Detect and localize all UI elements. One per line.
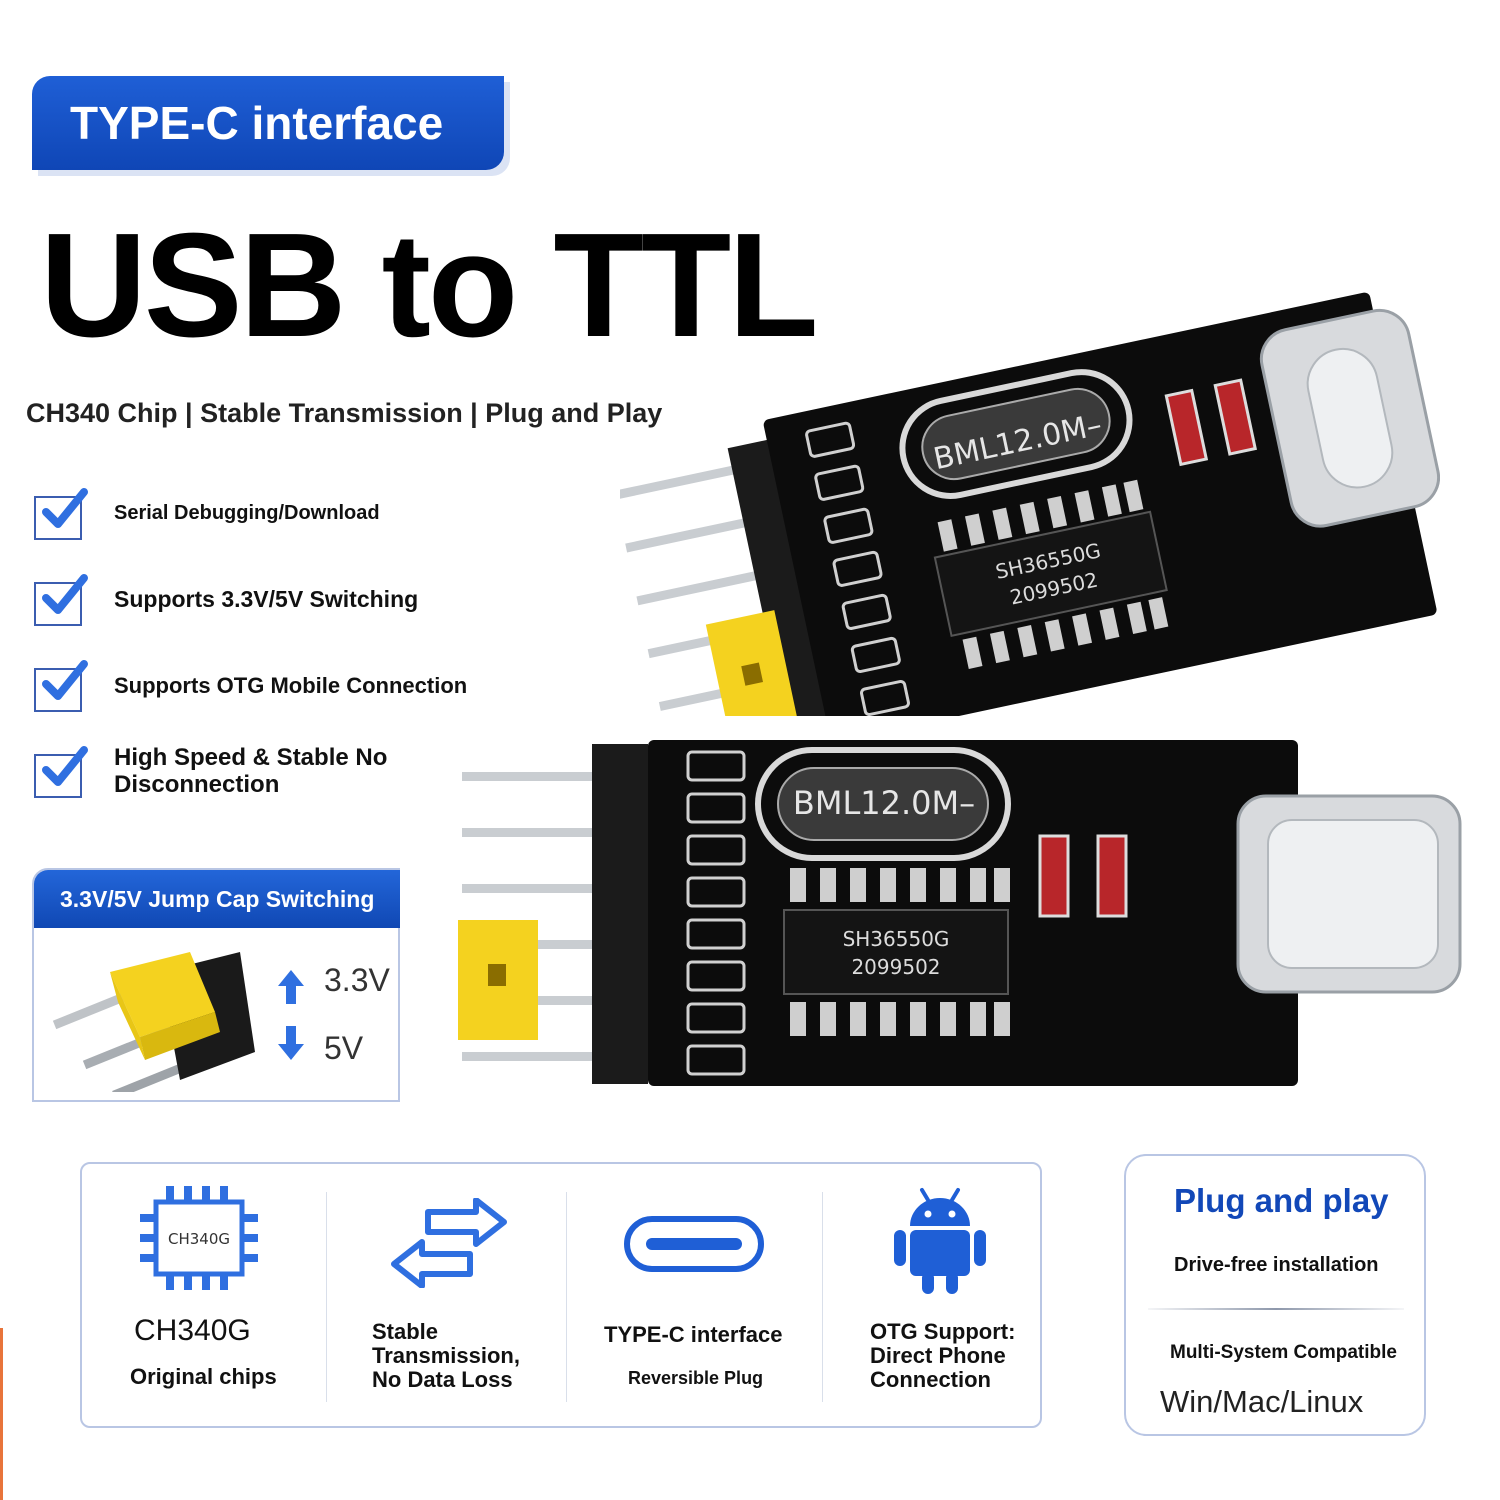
board-bottom-chip-label: SH36550G [843, 927, 950, 951]
jumper-illustration [52, 952, 255, 1092]
page-title: USB to TTL [40, 203, 819, 368]
divider [1148, 1308, 1404, 1310]
plug-subtitle: Drive-free installation [1174, 1254, 1379, 1276]
check-icon [32, 486, 88, 540]
chip-icon: CH340G [140, 1186, 258, 1290]
feature-text: Supports 3.3V/5V Switching [114, 585, 419, 612]
chip-title: CH340G [134, 1314, 251, 1347]
feature-item: Serial Debugging/Download [32, 486, 380, 540]
arrow-up-icon [278, 970, 304, 1004]
plug-and-play-panel: Plug and play Drive-free installation Mu… [1124, 1154, 1426, 1436]
usb-c-icon [624, 1216, 764, 1272]
header-badge: TYPE-C interface [32, 76, 504, 170]
feature-text: Supports OTG Mobile Connection [114, 672, 468, 698]
otg-text: Direct Phone [870, 1343, 1006, 1368]
voltage-up-label: 3.3V [324, 962, 390, 998]
feature-item: Supports 3.3V/5V Switching [32, 572, 418, 626]
accent-line [0, 1328, 3, 1500]
check-icon [32, 744, 88, 798]
page-subtitle: CH340 Chip | Stable Transmission | Plug … [26, 398, 663, 428]
chip-icon-label: CH340G [168, 1230, 230, 1248]
jump-cap-title: 3.3V/5V Jump Cap Switching [34, 870, 400, 928]
arrow-down-icon [278, 1026, 304, 1060]
otg-text: OTG Support: [870, 1319, 1016, 1344]
board-top-image: BML12.0M– SH36550G 2099502 [620, 292, 1440, 716]
android-icon [894, 1188, 986, 1294]
feature-item: High Speed & Stable No Disconnection [32, 744, 387, 798]
header-badge-label: TYPE-C interface [70, 97, 444, 149]
transmission-text: No Data Loss [372, 1367, 513, 1392]
transmission-text: Stable [372, 1319, 439, 1344]
chip-subtitle: Original chips [130, 1364, 277, 1389]
board-bottom-image: BML12.0M– SH36550G 2099502 [458, 740, 1462, 1086]
jump-cap-panel: 3.3V/5V Jump Cap Switching 3.3V 5V [32, 868, 400, 1102]
feature-item: Supports OTG Mobile Connection [32, 658, 467, 712]
otg-text: Connection [870, 1367, 991, 1392]
transfer-icon [391, 1198, 507, 1288]
plug-title: Plug and play [1174, 1182, 1389, 1219]
feature-text: Disconnection [114, 771, 280, 798]
feature-text: High Speed & Stable No [114, 744, 388, 771]
typec-title: TYPE-C interface [604, 1322, 783, 1347]
transmission-text: Transmission, [372, 1343, 520, 1368]
check-icon [32, 572, 88, 626]
feature-bar: CH340G CH340G Original chips Stable Tran… [80, 1162, 1042, 1428]
typec-subtitle: Reversible Plug [628, 1368, 764, 1388]
board-bottom-crystal-label: BML12.0M– [793, 784, 975, 822]
voltage-down-label: 5V [324, 1030, 364, 1066]
systems-label: Win/Mac/Linux [1160, 1384, 1364, 1419]
check-icon [32, 658, 88, 712]
feature-text: Serial Debugging/Download [114, 501, 380, 524]
compat-label: Multi-System Compatible [1170, 1342, 1397, 1363]
board-bottom-chip-code: 2099502 [851, 955, 940, 979]
